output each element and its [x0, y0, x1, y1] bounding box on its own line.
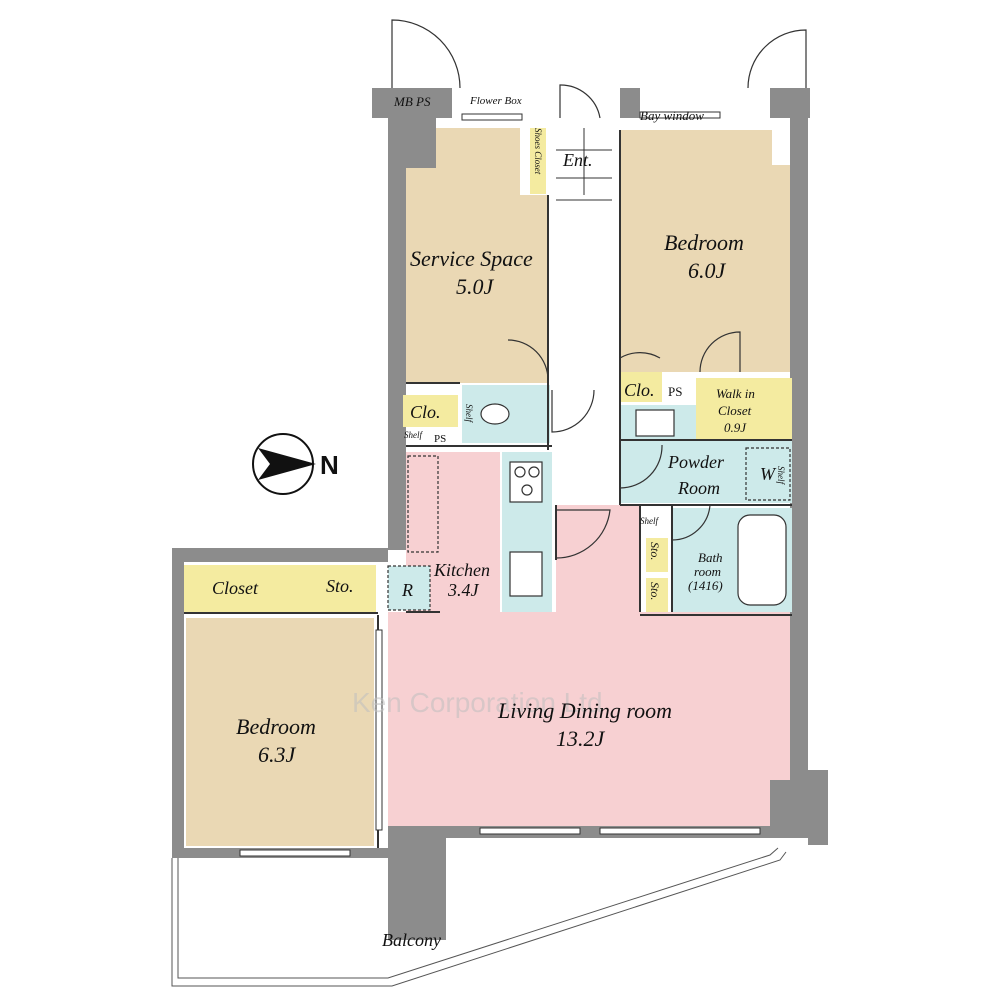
label-walk-in-closet-2: Closet [718, 403, 752, 418]
label-shoes-closet: Shoes Closet [533, 128, 543, 175]
label-bedroom-south-size: 6.3J [258, 742, 297, 767]
label-bedroom-north-size: 6.0J [688, 258, 727, 283]
label-service-space: Service Space [410, 246, 533, 271]
label-bathroom-size: (1416) [688, 578, 723, 593]
label-walk-in-closet-1: Walk in [716, 386, 755, 401]
label-refrigerator: R [401, 580, 413, 600]
label-bedroom-south: Bedroom [236, 714, 316, 739]
label-shelf-4: Shelf [640, 516, 659, 526]
label-service-space-size: 5.0J [456, 274, 495, 299]
label-ps-1: PS [434, 433, 446, 445]
label-shelf-1: Shelf [404, 430, 423, 440]
label-storage-3: Sto. [326, 576, 354, 596]
label-living-dining: Living Dining room [497, 698, 672, 723]
label-closet-small-2: Clo. [624, 380, 655, 400]
label-storage-2: Sto. [648, 582, 662, 600]
label-shelf-3: Shelf [776, 466, 786, 485]
label-walk-in-closet-size: 0.9J [724, 420, 747, 435]
entrance-steps [556, 128, 612, 201]
label-bathroom-1: Bath [698, 550, 723, 565]
balcony-outline [171, 847, 787, 987]
doors [391, 19, 807, 559]
label-kitchen: Kitchen [433, 560, 490, 580]
label-closet-large: Closet [212, 578, 259, 598]
label-shelf-2: Shelf [464, 404, 474, 423]
label-balcony: Balcony [382, 930, 441, 950]
label-washer: W [760, 464, 777, 484]
label-storage-1: Sto. [648, 542, 662, 560]
label-kitchen-size: 3.4J [447, 580, 480, 600]
labels: MB PS Flower Box Bay window Ent. Shoes C… [212, 94, 786, 950]
label-entrance: Ent. [562, 150, 593, 170]
compass-letter: N [320, 450, 339, 480]
watermark: Ken Corporation Ltd [352, 687, 603, 718]
label-powder-room-2: Room [677, 478, 720, 498]
label-powder-room-1: Powder [667, 452, 725, 472]
label-bathroom-2: room [694, 564, 721, 579]
label-living-dining-size: 13.2J [556, 726, 606, 751]
label-bedroom-north: Bedroom [664, 230, 744, 255]
label-bay-window: Bay window [640, 108, 704, 123]
label-ps-2: PS [668, 384, 682, 399]
windows [239, 111, 761, 857]
fixtures [387, 403, 791, 611]
compass: N [252, 433, 339, 495]
label-closet-small-1: Clo. [410, 402, 441, 422]
label-mb-ps: MB PS [393, 94, 431, 109]
compass-arrow-icon [258, 448, 316, 480]
label-flower-box: Flower Box [469, 95, 522, 107]
